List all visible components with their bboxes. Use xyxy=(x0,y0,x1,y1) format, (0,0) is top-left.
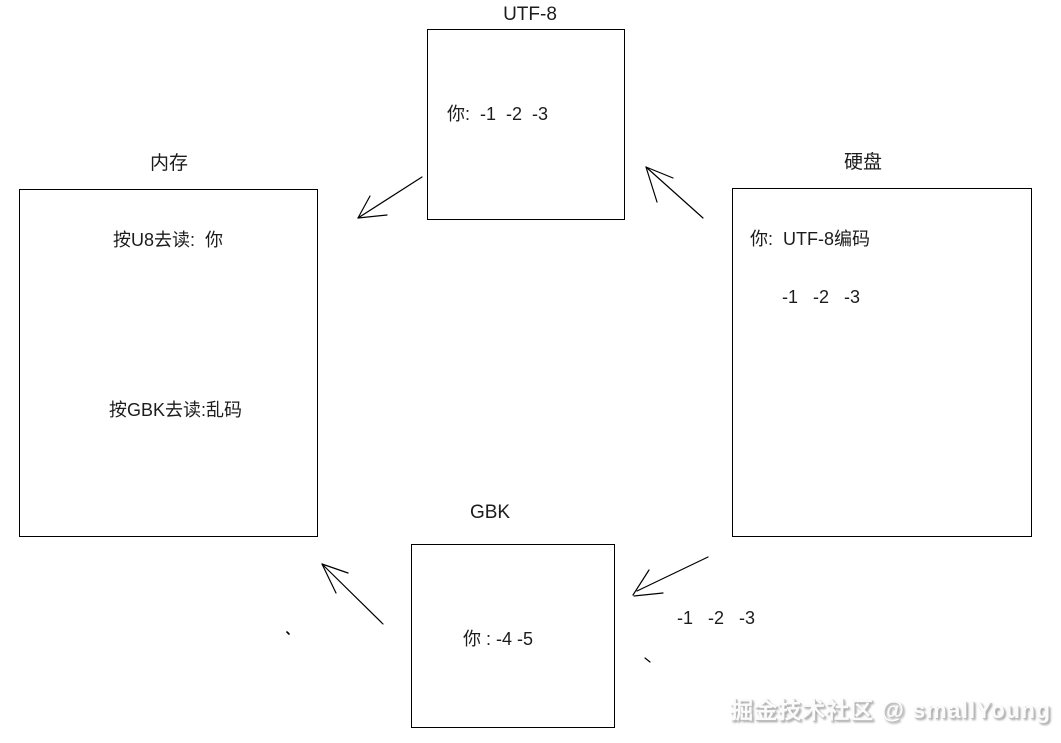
memory-box: 按U8去读: 你 按GBK去读:乱码 xyxy=(19,189,318,537)
gbk-box-title: GBK xyxy=(469,502,511,523)
memory-read-u8-text: 按U8去读: 你 xyxy=(113,230,224,250)
memory-box-title: 内存 xyxy=(149,153,189,174)
disk-encoding-text: 你: UTF-8编码 xyxy=(750,229,870,249)
disk-bytes-text: -1 -2 -3 xyxy=(782,287,861,307)
utf8-box: 你: -1 -2 -3 xyxy=(427,29,625,220)
gbk-box-content: 你 : -4 -5 xyxy=(463,629,534,649)
gbk-box: 你 : -4 -5 xyxy=(411,544,615,728)
disk-box: 你: UTF-8编码 -1 -2 -3 xyxy=(732,188,1032,537)
memory-read-gbk-text: 按GBK去读:乱码 xyxy=(109,400,243,420)
disk-box-title: 硬盘 xyxy=(843,152,883,173)
arrow-gbk-to-memory-icon xyxy=(321,563,384,625)
stray-dash xyxy=(644,657,651,663)
utf8-box-title: UTF-8 xyxy=(503,4,557,25)
utf8-box-content: 你: -1 -2 -3 xyxy=(447,104,549,124)
watermark-text: 掘金技术社区 @ smallYoung xyxy=(730,697,1051,723)
floating-bytes-label: -1 -2 -3 xyxy=(677,608,756,628)
arrow-disk-to-gbk-icon xyxy=(632,556,709,597)
arrow-utf8-to-memory-icon xyxy=(357,176,423,219)
stray-dot xyxy=(286,631,290,635)
arrow-disk-to-utf8-icon xyxy=(645,166,704,219)
